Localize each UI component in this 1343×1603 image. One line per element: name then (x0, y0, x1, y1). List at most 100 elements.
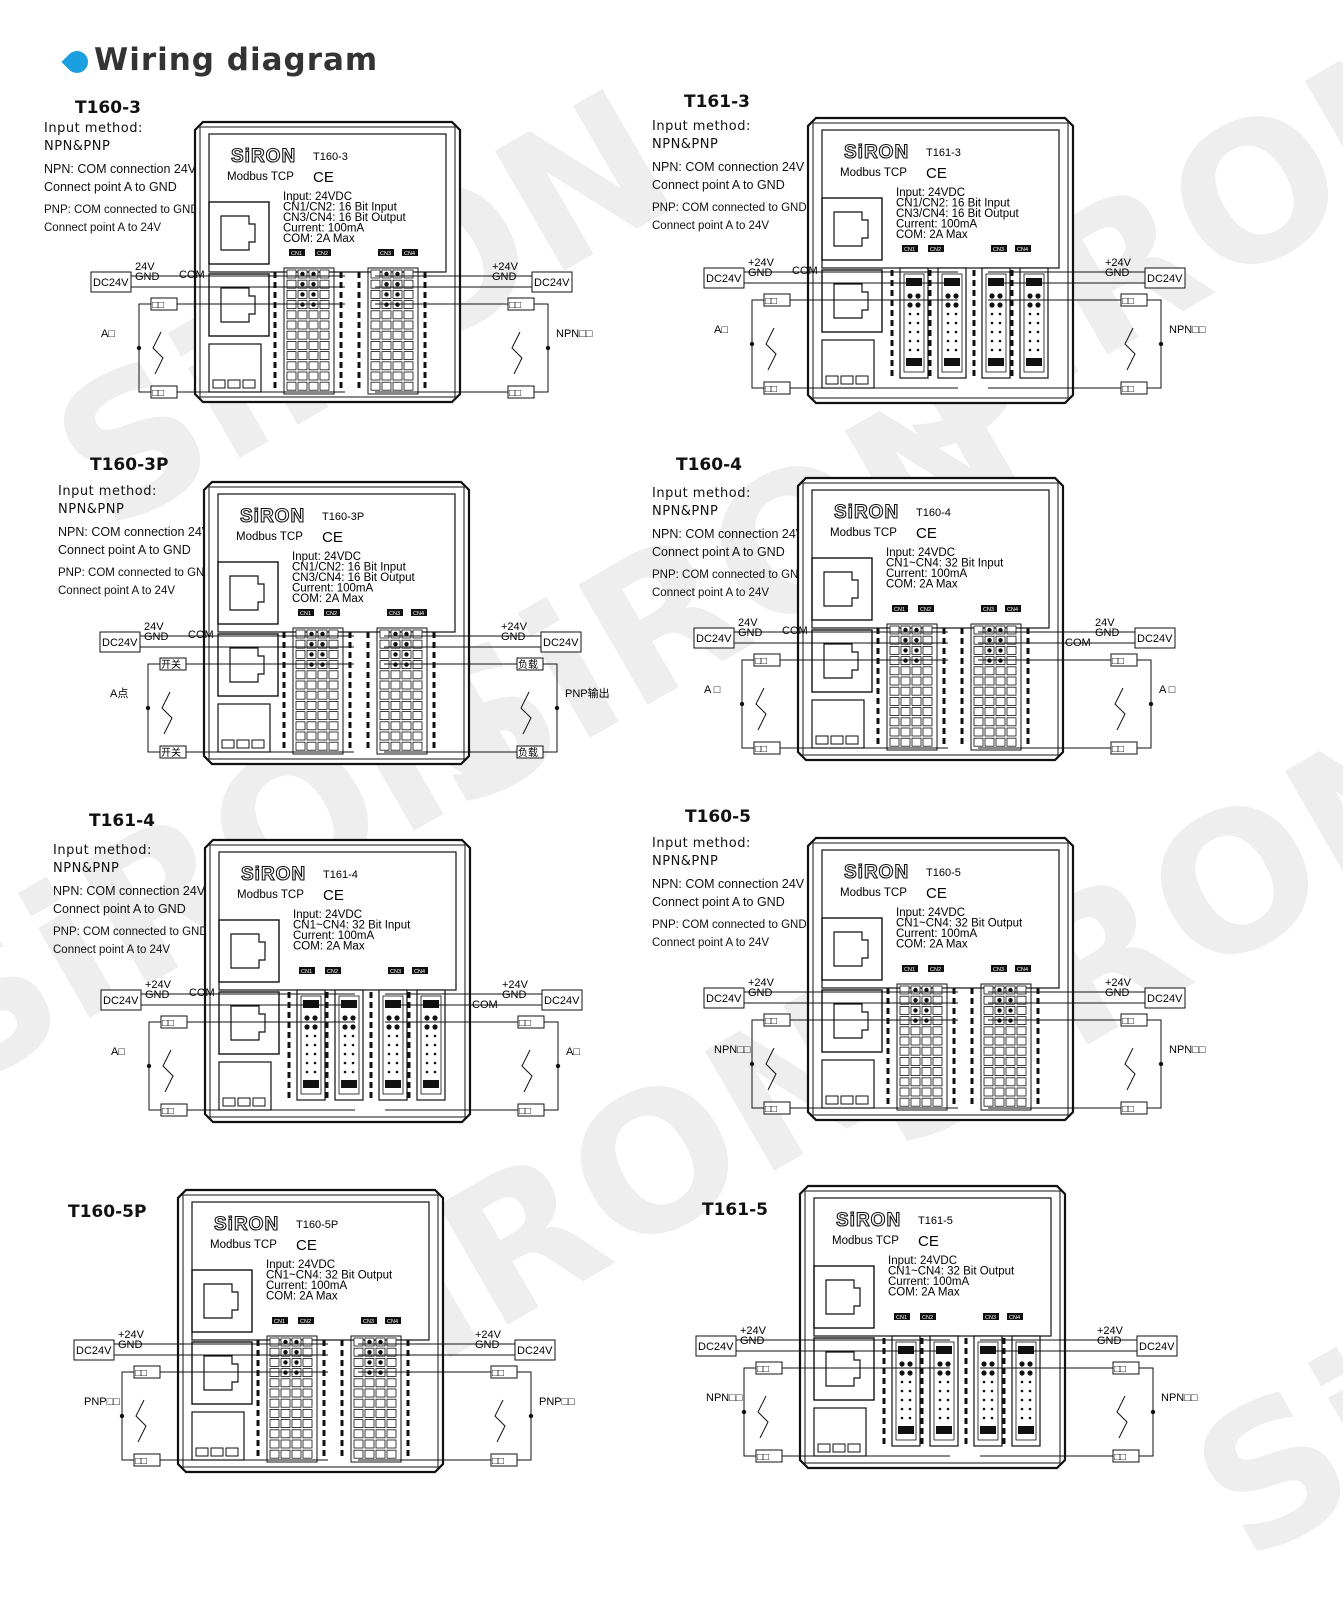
terminal-pin (370, 310, 381, 320)
pin-dot (1020, 1389, 1024, 1393)
terminal-pin (889, 686, 900, 696)
connector-tag (1015, 965, 1031, 972)
description-line: NPN&PNP (652, 503, 719, 519)
terminal-pin (910, 1046, 921, 1056)
terminal-pin (412, 670, 423, 680)
terminal-pin (983, 1036, 994, 1046)
brand-logo: SiRON (844, 142, 909, 163)
pin-dot (946, 1389, 950, 1393)
pin-dot (1036, 312, 1040, 316)
terminal-pin (994, 1087, 1005, 1097)
terminal-pin (386, 1439, 397, 1449)
pin-dot (300, 302, 305, 307)
supply-label: DC24V (102, 637, 138, 649)
pin-dot (425, 1052, 429, 1056)
pin-dot (305, 1043, 309, 1047)
spec-line: Input: 24VDC (888, 1255, 957, 1267)
description-line: PNP: COM connected to GND (652, 569, 807, 581)
pin-dot (900, 1407, 904, 1411)
pin-dot (1036, 348, 1040, 352)
pin-dot (433, 1070, 437, 1074)
junction (545, 345, 551, 351)
wire-label: +24V (748, 257, 775, 269)
pin-dot (908, 330, 912, 334)
pin-dot (924, 1008, 929, 1013)
terminal-screw (840, 1095, 854, 1105)
point-label: NPN□□ (1161, 1392, 1198, 1404)
terminal-pin (381, 361, 392, 371)
terminal-pin (412, 629, 423, 639)
terminal-pin (306, 731, 317, 741)
terminal-pin (306, 741, 317, 751)
terminal-pin (899, 1097, 910, 1107)
pin-dot (313, 1052, 317, 1056)
terminal-pin (286, 330, 297, 340)
description-line: Connect point A to 24V (58, 584, 176, 597)
pin-dot (313, 1070, 317, 1074)
terminal-pin (995, 707, 1006, 717)
terminal-pin (319, 300, 330, 310)
pin-dot (997, 1018, 1002, 1023)
terminal-pin (932, 985, 943, 995)
terminal-block (350, 1335, 402, 1463)
terminal-pin (370, 361, 381, 371)
pin-dot (990, 339, 994, 343)
connector-label: CN1 (301, 969, 312, 975)
connector-label: CN1 (904, 247, 915, 253)
terminal-pin (269, 1347, 280, 1357)
terminal-pin (994, 1036, 1005, 1046)
terminal-pin (911, 666, 922, 676)
rj45-icon (229, 647, 265, 683)
terminal-pin (353, 1429, 364, 1439)
load-label: □□ (1122, 296, 1134, 307)
switch-symbol-icon (1124, 1047, 1136, 1091)
terminal-pin (379, 639, 390, 649)
pin-dot (387, 1061, 391, 1065)
connector-tag (298, 1317, 314, 1324)
connector-label: CN2 (300, 1319, 311, 1325)
pin-dot (313, 1043, 317, 1047)
pin-dot (309, 652, 314, 657)
terminal-pin (889, 707, 900, 717)
terminal-pin (899, 1067, 910, 1077)
wire-label: 24V (738, 617, 758, 629)
brand-logo: SiRON (834, 502, 899, 523)
pin-dot (433, 1043, 437, 1047)
connector-tag (983, 1313, 999, 1320)
pin-dot (384, 282, 389, 287)
pin-dot (350, 1015, 356, 1021)
pin-dot (312, 1015, 318, 1021)
connector-label: CN2 (317, 251, 328, 257)
terminal-pin (921, 1056, 932, 1066)
terminal-pin (1005, 1056, 1016, 1066)
pin-dot (954, 348, 958, 352)
terminal-pin (899, 1046, 910, 1056)
pin-dot (283, 1350, 288, 1355)
pin-dot (998, 312, 1002, 316)
pin-dot (342, 1024, 348, 1030)
model-title: T160-5 (685, 807, 751, 827)
spec-line: CN1~CN4: 32 Bit Output (888, 1266, 1015, 1278)
connector-label: CN3 (985, 1315, 996, 1321)
terminal-pin (1016, 1046, 1027, 1056)
terminal-pin (286, 300, 297, 310)
idc-latch (303, 1000, 319, 1008)
terminal-pin (319, 351, 330, 361)
spec-line: CN1~CN4: 32 Bit Output (266, 1270, 393, 1282)
terminal-pin (392, 351, 403, 361)
ce-mark: CE (918, 1233, 939, 1250)
terminal-pin (364, 1439, 375, 1449)
terminal-pin (280, 1408, 291, 1418)
brand-logo: SiRON (240, 506, 305, 527)
terminal-screw (252, 1097, 266, 1107)
terminal-pin (286, 320, 297, 330)
pin-dot (1036, 321, 1040, 325)
terminal-pin (328, 721, 339, 731)
wire-label: COM (189, 987, 215, 999)
switch-label: □□ (162, 1106, 174, 1117)
terminal-pin (1006, 717, 1017, 727)
connector-tag (411, 609, 427, 616)
